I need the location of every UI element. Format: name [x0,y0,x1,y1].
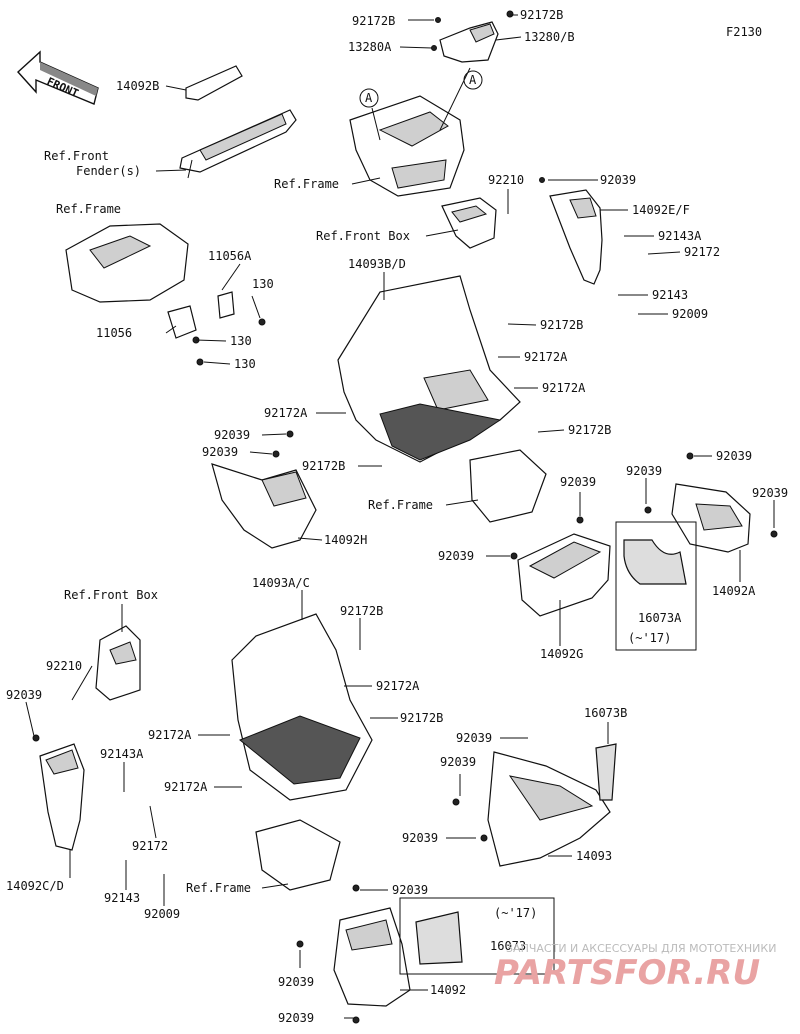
panel-14092G-drawing [510,516,611,617]
front-box-low-drawing [95,625,141,701]
label-92009-low: 92009 [144,907,180,921]
label-92172-top: 92172 [684,245,720,259]
label-92172B-top: 92172B [352,14,395,28]
label-92143-low: 92143 [104,891,140,905]
label-92172B-low: 92172B [302,459,345,473]
label-92009-top: 92009 [672,307,708,321]
label-14093: 14093 [576,849,612,863]
label-92039-j: 92039 [402,831,438,845]
frame-left-drawing [65,223,266,366]
label-92143A-top: 92143A [658,229,702,243]
label-92172B-b1: 92172B [340,604,383,618]
ref-frame-left: Ref.Frame [56,202,121,216]
label-92039-e: 92039 [626,464,662,478]
callout-A-frame: A [359,88,379,108]
note-17-b: (~'17) [494,906,537,920]
watermark-tagline: ЗАПЧАСТИ И АКСЕССУАРЫ ДЛЯ МОТОТЕХНИКИ [506,942,776,955]
label-92172A-b2: 92172A [148,728,192,742]
label-14092A: 14092A [712,584,756,598]
label-13280B: 13280/B [524,30,575,44]
panel-14093-drawing [452,743,617,867]
panel-14092-drawing [296,884,555,1024]
frame-top-drawing [349,95,465,197]
ref-front-box-top: Ref.Front Box [316,229,410,243]
label-92143-top: 92143 [652,288,688,302]
front-box-top-drawing [441,197,497,249]
label-14092: 14092 [430,983,466,997]
label-92172B-b2: 92172B [400,711,443,725]
label-92172A-mid1: 92172A [524,350,568,364]
floor-14093AC-drawing [231,613,373,891]
label-92039-f: 92039 [716,449,752,463]
label-14092B: 14092B [116,79,159,93]
label-92039-d: 92039 [438,549,474,563]
watermark: ЗАПЧАСТИ И АКСЕССУАРЫ ДЛЯ МОТОТЕХНИКИ PA… [494,942,776,993]
cover-14092B-drawing [179,65,297,179]
label-92172A-b3: 92172A [164,780,208,794]
panel-14092H-drawing [211,430,317,549]
label-14093BD: 14093B/D [348,257,406,271]
label-130-a: 130 [252,277,274,291]
label-92172B-top-right: 92172B [520,8,563,22]
watermark-logo: PARTSFOR.RU [494,953,760,993]
floor-14093BD-drawing [337,275,547,523]
note-17-a: (~'17) [628,631,671,645]
label-13280A: 13280A [348,40,392,54]
label-92039-c: 92039 [560,475,596,489]
front-direction-arrow: FRONT [17,50,99,105]
label-16073: 16073 [490,939,526,953]
label-92039-l2: 92039 [202,445,238,459]
label-14092EF: 14092E/F [632,203,690,217]
label-14092CD: 14092C/D [6,879,64,893]
diagram-code: F2130 [726,25,762,39]
label-130-b: 130 [230,334,252,348]
label-92143A-low: 92143A [100,747,144,761]
label-92172A-left: 92172A [264,406,308,420]
ref-frame-mid: Ref.Frame [368,498,433,512]
bracket-13280-drawing [431,10,514,63]
callout-A-frame-label: A [365,91,373,105]
label-16073A: 16073A [638,611,682,625]
part-labels: F2130 92172B 92172B 13280A 13280/B 14092… [6,8,788,1025]
ref-front-fender-line1: Ref.Front [44,149,109,163]
label-92039-k: 92039 [392,883,428,897]
label-14093AC: 14093A/C [252,576,310,590]
label-92039-low-left: 92039 [6,688,42,702]
label-92039-l: 92039 [278,975,314,989]
panel-14092CD-drawing [32,734,85,851]
leader-lines [25,14,775,1019]
label-92210-low: 92210 [46,659,82,673]
label-92172A-b1: 92172A [376,679,420,693]
label-92210-top: 92210 [488,173,524,187]
label-92172B-right: 92172B [568,423,611,437]
callout-A-top-label: A [469,73,477,87]
label-92039-l1: 92039 [214,428,250,442]
label-11056: 11056 [96,326,132,340]
ref-front-box-low: Ref.Front Box [64,588,158,602]
ref-front-fender-line2: Fender(s) [76,164,141,178]
label-92039-g: 92039 [752,486,788,500]
panel-14092EF-drawing [539,177,603,285]
label-16073B: 16073B [584,706,627,720]
ref-frame-low: Ref.Frame [186,881,251,895]
panel-14092A-drawing [615,452,778,651]
label-92172B-mid: 92172B [540,318,583,332]
label-130-c: 130 [234,357,256,371]
ref-frame-top: Ref.Frame [274,177,339,191]
label-92039-h: 92039 [456,731,492,745]
label-92039-top: 92039 [600,173,636,187]
label-14092G: 14092G [540,647,583,661]
label-92172A-mid2: 92172A [542,381,586,395]
label-14092H: 14092H [324,533,367,547]
label-92039-i: 92039 [440,755,476,769]
label-92172-low: 92172 [132,839,168,853]
label-11056A: 11056A [208,249,252,263]
label-92039-m: 92039 [278,1011,314,1025]
